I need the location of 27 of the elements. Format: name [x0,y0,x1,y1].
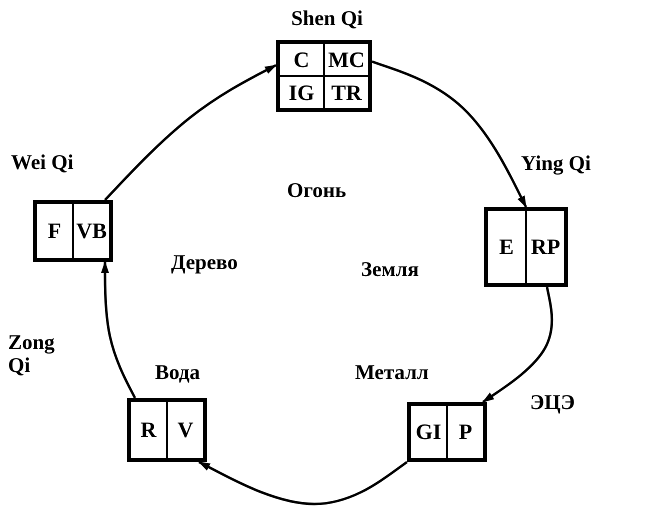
arrow [104,64,277,201]
meridian-cell: GI [410,405,447,459]
arrow [198,460,408,506]
meridian-cell: F [36,203,73,259]
meridian-cell: TR [324,76,369,109]
arrow [482,286,554,404]
qi-label: Zong Qi [8,331,56,378]
meridian-cell: VB [73,203,110,259]
meridian-cell: RP [526,210,565,284]
element-label: Земля [361,258,419,282]
meridian-cell: V [167,401,204,459]
meridian-cell: E [487,210,526,284]
qi-label: Shen Qi [290,7,364,30]
element-label: Огонь [287,179,346,202]
meridian-cell: IG [279,76,324,109]
arrow [372,60,528,208]
meridian-cell: P [447,405,484,459]
meridian-cell: C [279,43,324,76]
element-label: Дерево [171,251,238,274]
meridian-cell: R [130,401,167,459]
qi-label: ЭЦЭ [530,391,575,414]
element-label: Вода [155,361,200,384]
element-label: Металл [355,361,429,384]
qi-label: Ying Qi [521,152,591,176]
arrow [101,261,136,399]
meridian-cell: MC [324,43,369,76]
qi-label: Wei Qi [11,151,74,174]
